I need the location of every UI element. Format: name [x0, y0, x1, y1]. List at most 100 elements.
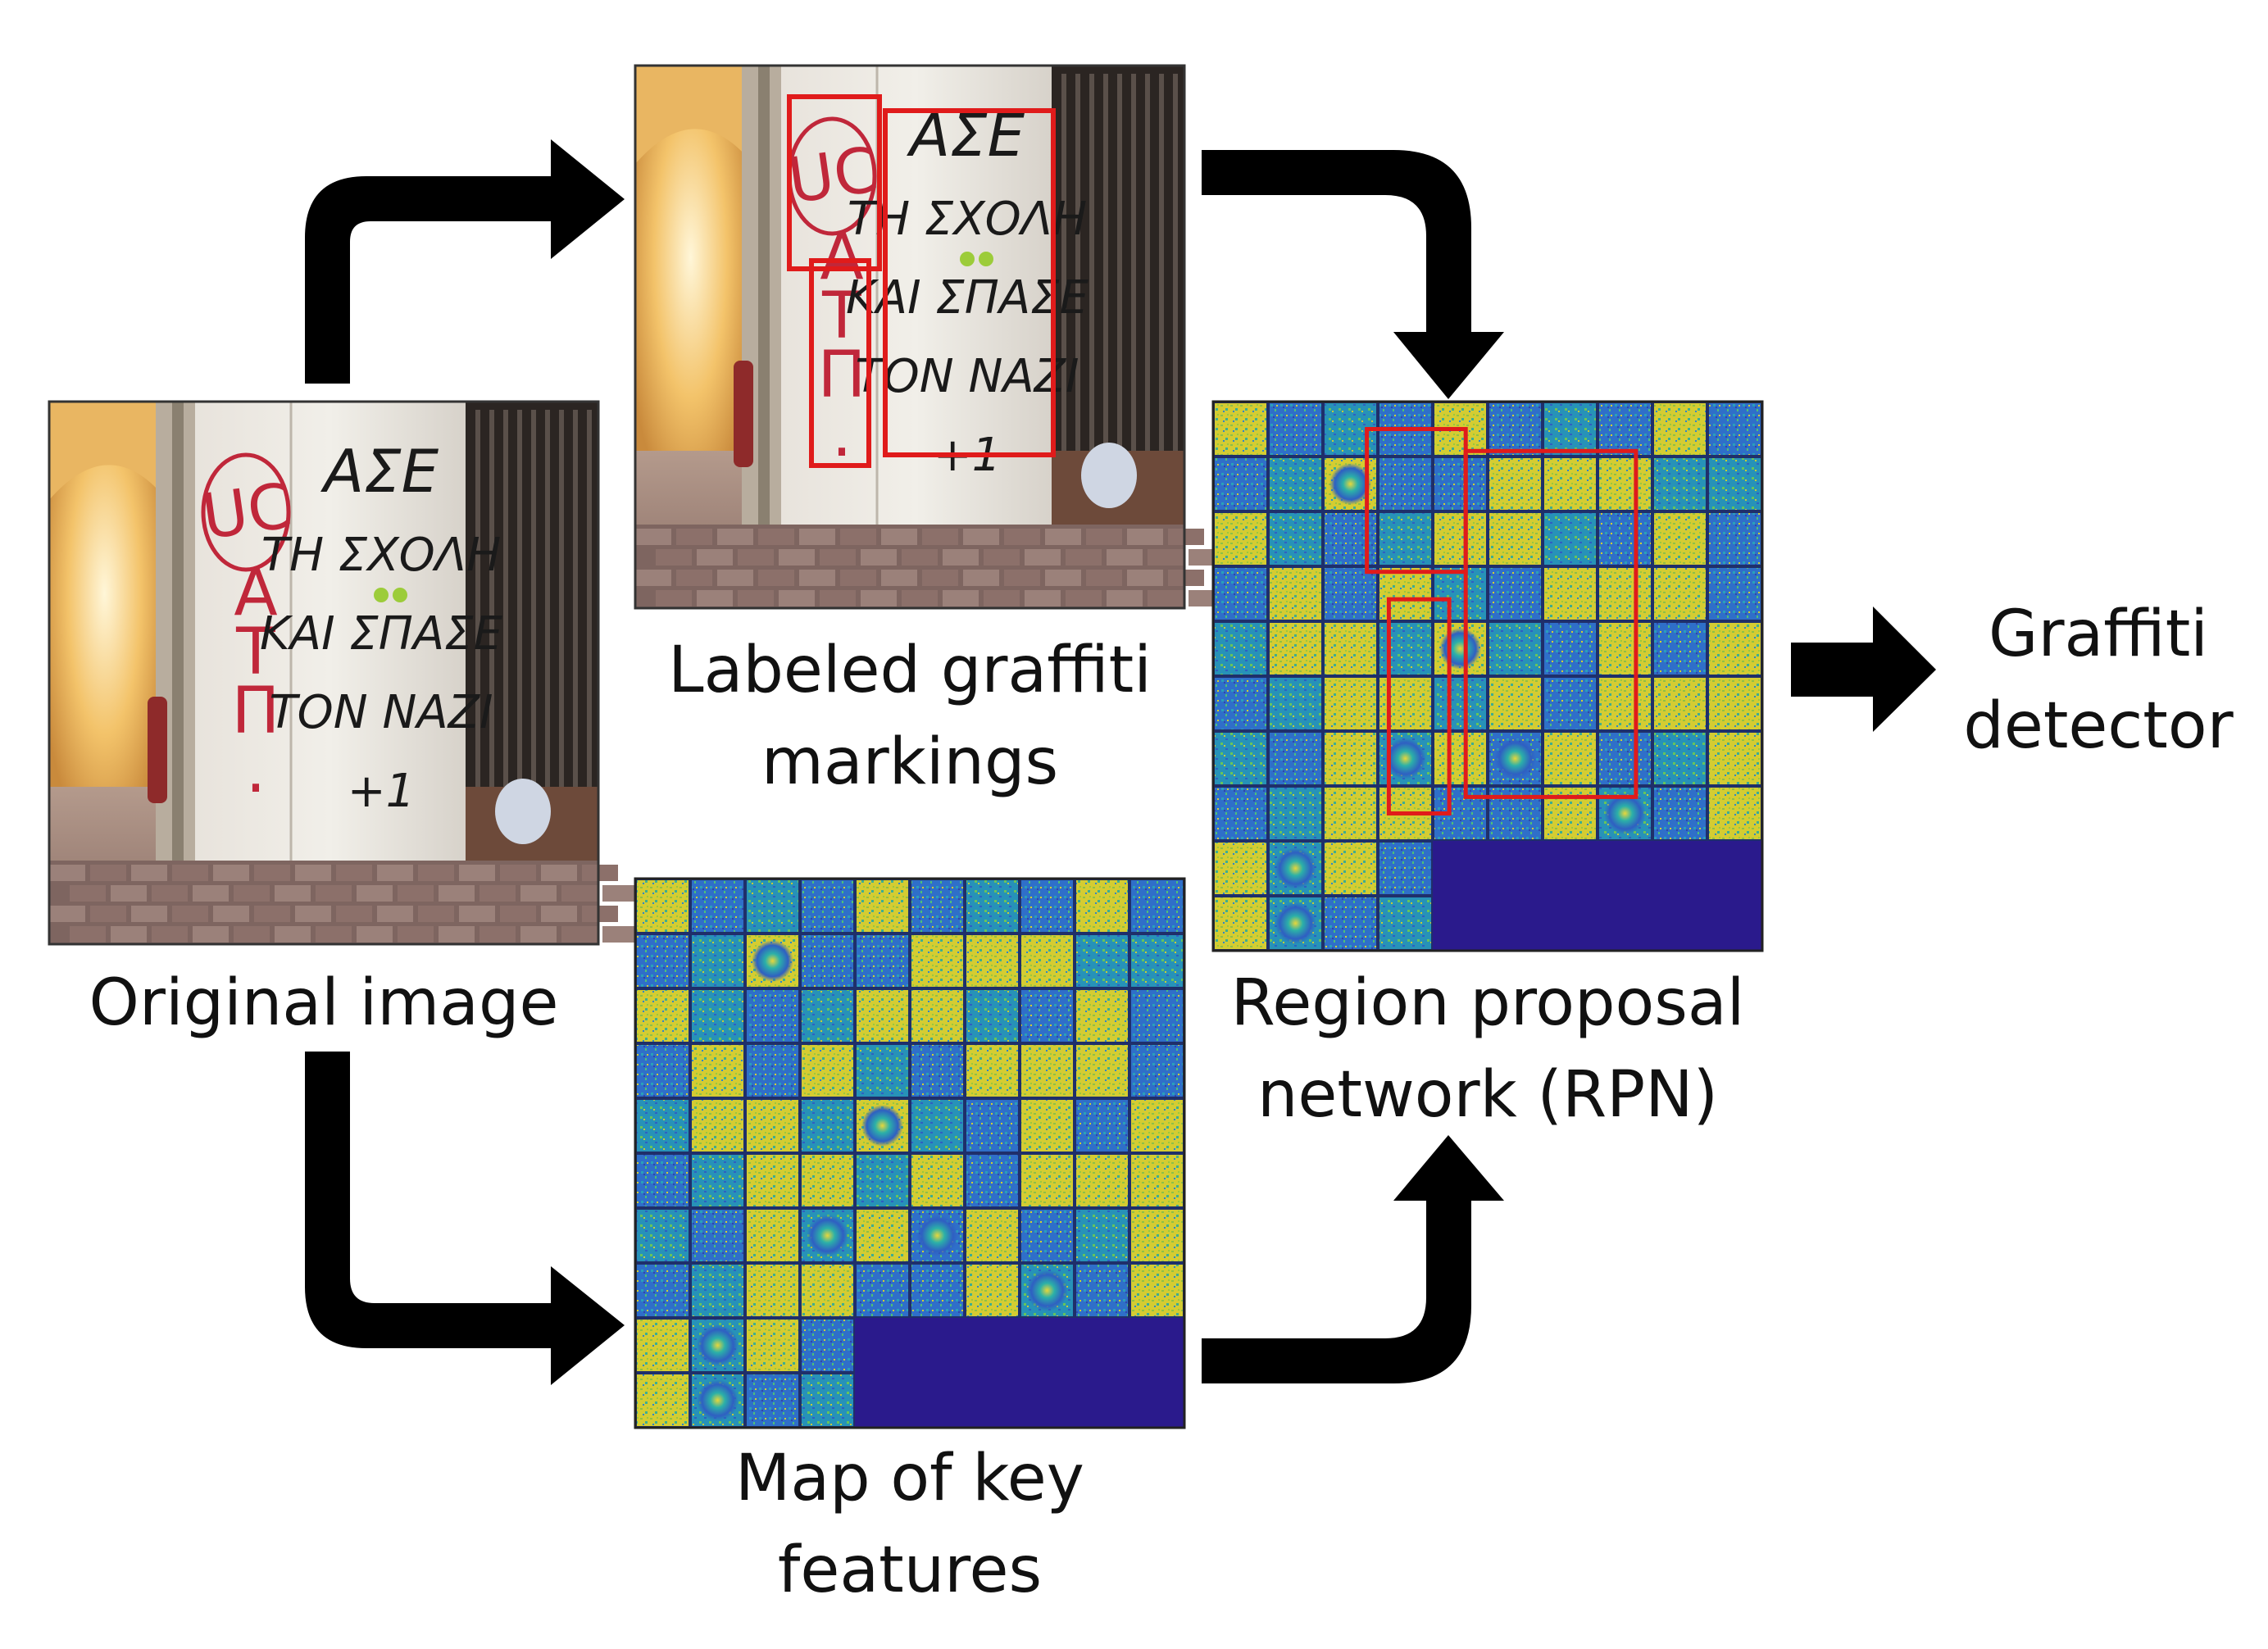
feature-cell — [1325, 623, 1376, 675]
feature-cell — [911, 990, 963, 1042]
cobble-stone — [561, 885, 598, 902]
empty-cells — [855, 1318, 1184, 1373]
feature-cell — [692, 1210, 743, 1261]
feature-cell — [802, 1045, 853, 1097]
feature-spot — [1384, 738, 1426, 779]
feature-cell — [1325, 568, 1376, 620]
cobble-stone — [902, 549, 938, 566]
feature-cell — [692, 1045, 743, 1097]
feature-cell — [1434, 568, 1486, 620]
caption-line: Labeled graffiti — [668, 634, 1152, 707]
gate-bar — [489, 410, 494, 795]
feature-cell — [1654, 513, 1706, 565]
cobble-stone — [635, 529, 671, 545]
feature-cell — [1270, 678, 1321, 729]
graffiti-vertical-letter: Π — [232, 675, 280, 748]
cobble-stone — [377, 865, 413, 881]
cobble-stone — [459, 906, 495, 922]
feature-cell — [802, 1374, 853, 1426]
feature-cell — [857, 935, 908, 987]
cobble-stone — [439, 926, 475, 943]
graffiti-circle — [201, 452, 291, 572]
cobble-stone — [275, 885, 311, 902]
feature-cell — [1215, 733, 1266, 784]
feature-cell — [1131, 1155, 1183, 1206]
cobble-stone — [398, 885, 434, 902]
graffiti-tag-red: UC — [198, 469, 296, 553]
cobble-stone — [131, 906, 167, 922]
cobble-stone — [820, 590, 856, 606]
feature-cell — [1270, 568, 1321, 620]
feature-cell — [1654, 623, 1706, 675]
feature-spot — [1275, 902, 1316, 944]
feature-cell — [911, 1265, 963, 1316]
feature-cell — [1654, 678, 1706, 729]
feature-cell — [857, 1210, 908, 1261]
feature-cell — [1131, 935, 1183, 987]
feature-cell — [692, 1100, 743, 1152]
feature-cell — [802, 1100, 853, 1152]
cobble-stone — [779, 590, 815, 606]
gate-bar — [517, 410, 522, 795]
feature-cell — [637, 935, 689, 987]
feature-cell — [1270, 788, 1321, 839]
feature-cell — [966, 1265, 1018, 1316]
caption-line: markings — [761, 725, 1059, 799]
feature-cell — [966, 1045, 1018, 1097]
feature-cell — [1325, 733, 1376, 784]
gate-bar — [531, 410, 536, 795]
feature-cell — [637, 1210, 689, 1261]
gate-bar — [1117, 74, 1122, 459]
feature-cell — [747, 1100, 798, 1152]
cobble-stone — [377, 906, 413, 922]
empty-cells — [855, 1373, 1184, 1428]
feature-cell — [857, 1045, 908, 1097]
feature-spot — [752, 940, 793, 982]
feature-cell — [1544, 678, 1596, 729]
feature-cell — [911, 1155, 963, 1206]
feature-cell — [637, 1265, 689, 1316]
photo-frame — [48, 400, 600, 946]
cobble-stone — [1086, 570, 1122, 586]
gate-bar — [545, 410, 550, 795]
cobble-stone — [500, 865, 536, 881]
feature-cell — [1709, 568, 1761, 620]
cobble-stone — [799, 570, 835, 586]
feature-cell — [747, 1210, 798, 1261]
caption-line: network (RPN) — [1257, 1058, 1718, 1132]
feature-cell — [1379, 843, 1431, 894]
feature-cell — [637, 1045, 689, 1097]
gate-bar — [1159, 74, 1164, 459]
cobble-stone — [881, 570, 917, 586]
cobble-stone — [984, 590, 1020, 606]
cobble-stone — [152, 926, 188, 943]
caption-line: Region proposal — [1230, 966, 1745, 1040]
graffiti-vertical-letter: . — [246, 734, 266, 807]
graffiti-line: ΑΣΕ — [320, 437, 439, 506]
feature-cell — [1379, 513, 1431, 565]
cobble-stone — [922, 529, 958, 545]
cobble-stone — [602, 926, 639, 943]
cobble-stone — [779, 549, 815, 566]
pillar-edge — [172, 402, 184, 944]
cobble-stone — [561, 926, 598, 943]
feature-cell — [966, 1100, 1018, 1152]
pillar-edge — [758, 66, 770, 608]
cobble-stone — [70, 885, 106, 902]
gate-bar — [1075, 74, 1080, 459]
cobble-stone — [131, 865, 167, 881]
cobble-stone — [357, 926, 393, 943]
cobble-stone — [943, 590, 979, 606]
feature-cell — [1215, 568, 1266, 620]
cobble-stone — [635, 570, 671, 586]
cobble-stone — [758, 570, 794, 586]
gate-bar — [1061, 74, 1066, 459]
graffiti-vertical-letter: Α — [234, 556, 277, 630]
cobble-stone — [758, 529, 794, 545]
cobble-stone — [316, 926, 352, 943]
gate-bar — [559, 410, 564, 795]
arch-top — [49, 402, 160, 500]
